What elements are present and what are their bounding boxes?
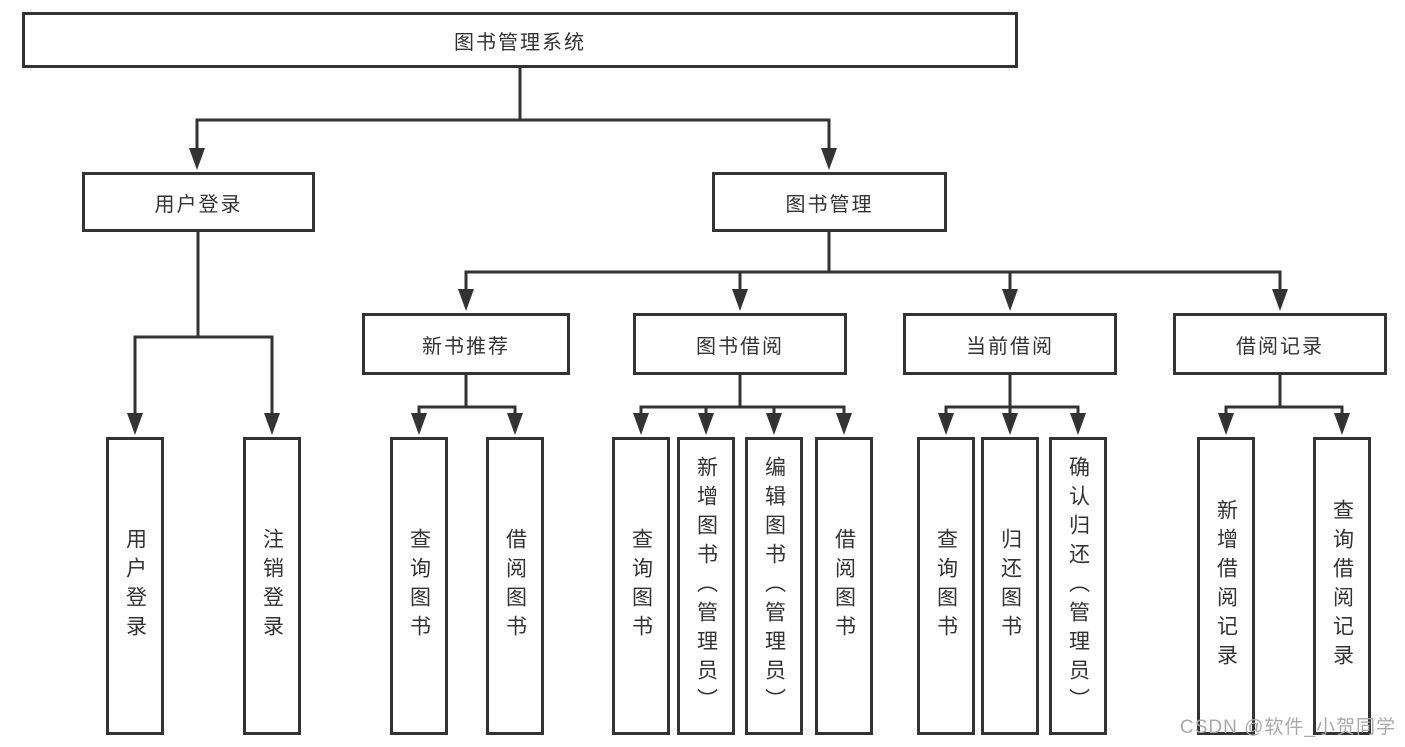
node-label: 用户登录 — [154, 193, 243, 216]
node-label: 借阅记录 — [1236, 335, 1324, 358]
leaf-user-login: 用户登录 — [106, 437, 164, 735]
connector-userlogin-to-leaves — [133, 230, 274, 415]
arrowhead-icon — [836, 413, 852, 435]
node-borrowing-records: 借阅记录 — [1173, 313, 1387, 375]
node-current-borrowing: 当前借阅 — [903, 313, 1117, 375]
node-label: 新书推荐 — [422, 335, 510, 358]
node-library-management-system: 图书管理系统 — [22, 12, 1018, 68]
connector-records-to-leaves — [1224, 373, 1344, 415]
leaf-logout-login: 注销登录 — [243, 437, 301, 735]
arrowhead-icon — [698, 413, 714, 435]
connector-bookmgmt-to-level3 — [464, 230, 1282, 293]
leaf-query-books-current: 查询图书 — [917, 437, 975, 735]
watermark: CSDN @软件_小贺同学 — [1180, 717, 1396, 738]
arrowhead-icon — [938, 413, 954, 435]
arrowhead-icon — [127, 413, 143, 435]
arrowhead-icon — [821, 148, 837, 170]
leaf-borrow-books-borrowing: 借阅图书 — [815, 437, 873, 735]
leaf-return-books: 归还图书 — [981, 437, 1039, 735]
node-book-borrowing: 图书借阅 — [633, 313, 847, 375]
arrowhead-icon — [264, 413, 280, 435]
node-book-management-branch: 图书管理 — [712, 172, 947, 232]
leaf-borrow-books-recommend: 借阅图书 — [486, 437, 544, 735]
arrowhead-icon — [1070, 413, 1086, 435]
node-label: 编辑图书（管理员） — [762, 455, 786, 717]
arrowhead-icon — [766, 413, 782, 435]
arrowhead-icon — [732, 289, 748, 311]
connector-borrowing-to-leaves — [639, 373, 846, 415]
node-user-login-branch: 用户登录 — [82, 172, 315, 232]
arrowhead-icon — [633, 413, 649, 435]
leaf-add-borrow-record: 新增借阅记录 — [1197, 437, 1255, 735]
node-label: 图书管理 — [785, 193, 874, 216]
arrowhead-icon — [189, 148, 205, 170]
leaf-query-books-borrowing: 查询图书 — [612, 437, 670, 735]
arrowhead-icon — [1334, 413, 1350, 435]
connector-root-to-level2 — [195, 66, 831, 152]
leaf-edit-books-admin: 编辑图书（管理员） — [745, 437, 803, 735]
node-label: 查询图书 — [407, 528, 431, 644]
arrowhead-icon — [1002, 413, 1018, 435]
node-label: 注销登录 — [260, 528, 284, 644]
node-label: 新增借阅记录 — [1214, 499, 1238, 673]
node-label: 借阅图书 — [503, 528, 527, 644]
connector-current-to-leaves — [944, 373, 1080, 415]
node-label: 当前借阅 — [966, 335, 1054, 358]
node-new-book-recommendation: 新书推荐 — [362, 313, 570, 375]
leaf-confirm-return-admin: 确认归还（管理员） — [1049, 437, 1107, 735]
arrowhead-icon — [1218, 413, 1234, 435]
node-label: 确认归还（管理员） — [1066, 455, 1090, 717]
leaf-query-books-recommend: 查询图书 — [390, 437, 448, 735]
connector-newbook-to-leaves — [417, 373, 517, 415]
arrowhead-icon — [458, 289, 474, 311]
node-label: 图书借阅 — [696, 335, 784, 358]
node-label: 查询图书 — [629, 528, 653, 644]
leaf-query-borrow-record: 查询借阅记录 — [1313, 437, 1371, 735]
node-label: 新增图书（管理员） — [694, 455, 718, 717]
node-label: 图书管理系统 — [454, 31, 586, 54]
node-label: 查询图书 — [934, 528, 958, 644]
arrowhead-icon — [1002, 289, 1018, 311]
arrowhead-icon — [1272, 289, 1288, 311]
arrowheads — [127, 148, 1350, 435]
arrowhead-icon — [507, 413, 523, 435]
node-label: 用户登录 — [123, 528, 147, 644]
node-label: 归还图书 — [998, 528, 1022, 644]
node-label: 查询借阅记录 — [1330, 499, 1354, 673]
node-label: 借阅图书 — [832, 528, 856, 644]
arrowhead-icon — [411, 413, 427, 435]
leaf-add-books-admin: 新增图书（管理员） — [677, 437, 735, 735]
